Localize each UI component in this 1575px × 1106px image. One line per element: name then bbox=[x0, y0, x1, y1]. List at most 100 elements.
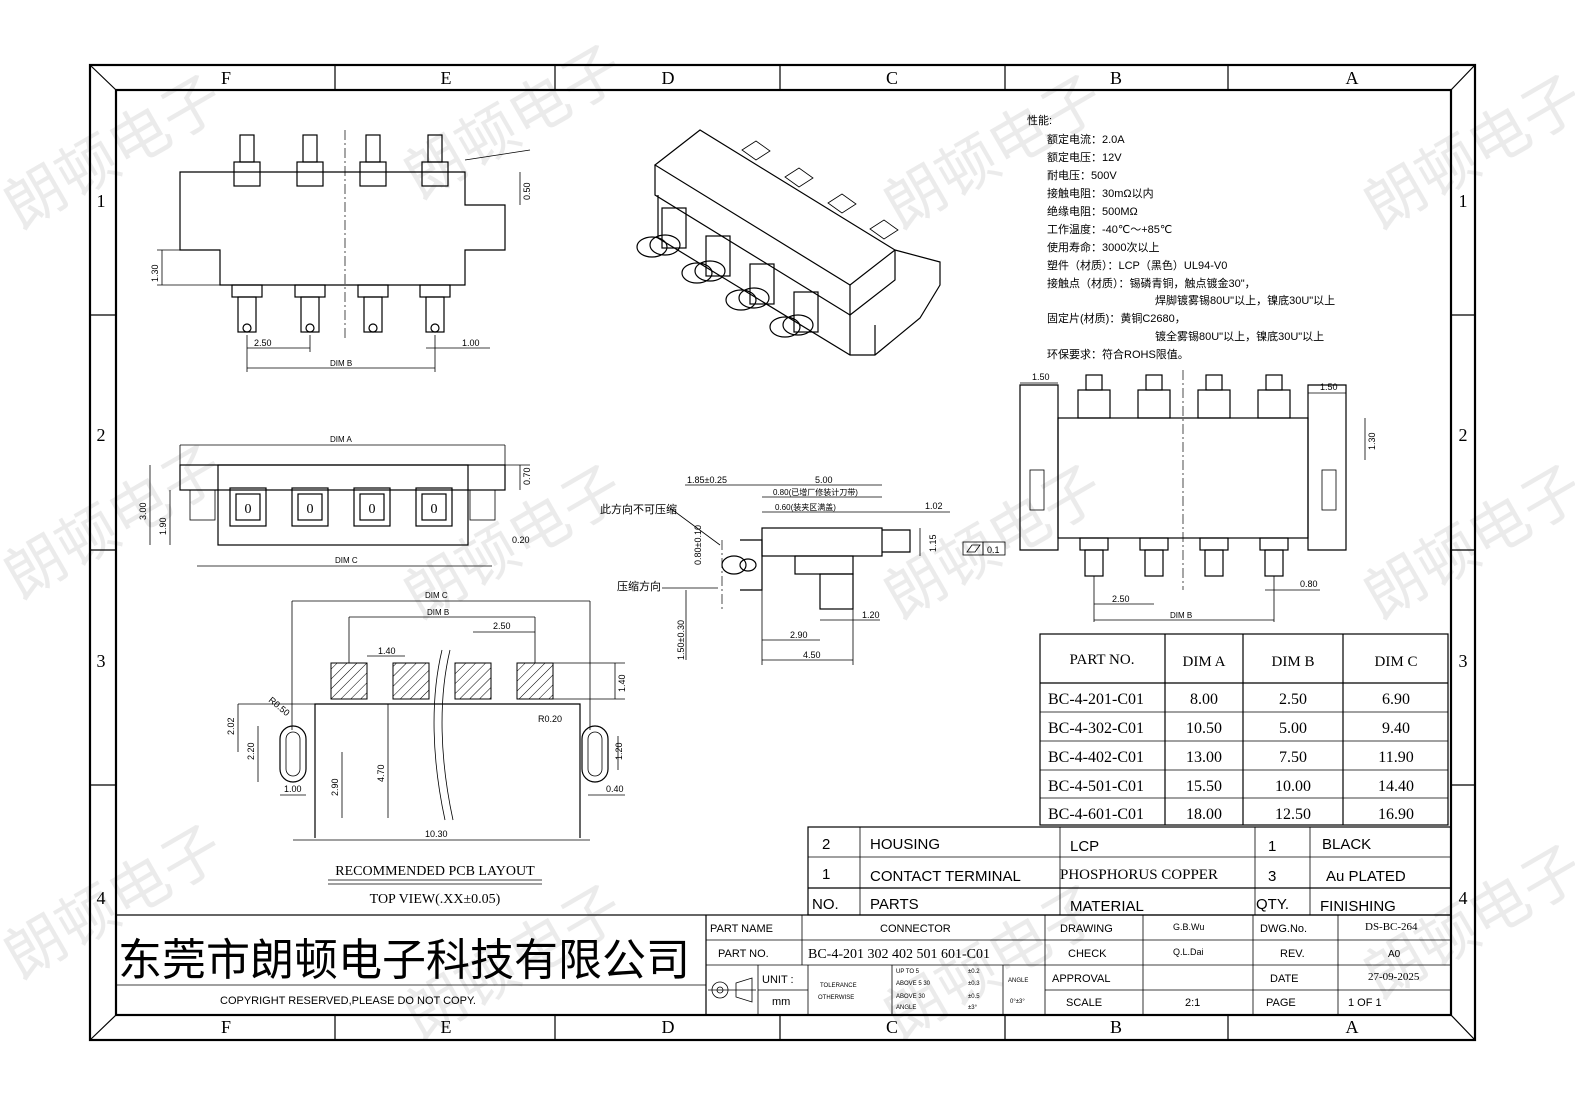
tol-range: ABOVE 30 bbox=[896, 994, 926, 1000]
pcb-dim-2-20: 2.20 bbox=[246, 742, 256, 760]
side-dim-0-60: 0.60(装夹区满盖) bbox=[775, 502, 836, 512]
svg-text:0: 0 bbox=[245, 502, 252, 517]
tol-range: ABOVE 5 30 bbox=[896, 981, 931, 987]
side-dim-2-90: 2.90 bbox=[790, 630, 808, 640]
part-name-value: CONNECTOR bbox=[880, 923, 951, 935]
dim-c-label: DIM C bbox=[335, 556, 358, 565]
right-dim-1-50-a: 1.50 bbox=[1032, 372, 1050, 382]
flatness-value: 0.1 bbox=[987, 545, 1000, 555]
unit-value: mm bbox=[772, 996, 790, 1008]
table-cell: BC-4-201-C01 bbox=[1048, 691, 1144, 708]
zone-col-top: A bbox=[1346, 68, 1359, 88]
zone-row-left: 4 bbox=[97, 888, 106, 908]
check-value: Q.L.Dai bbox=[1173, 947, 1204, 957]
isometric-view bbox=[636, 129, 941, 356]
zone-col-top: D bbox=[662, 68, 675, 88]
side-dim-1-02: 1.02 bbox=[925, 501, 943, 511]
pcb-dim-2-50: 2.50 bbox=[493, 621, 511, 631]
front-view: 2.50 1.00 DIM B 0.50 1.30 bbox=[150, 130, 532, 372]
table-cell: 9.40 bbox=[1382, 720, 1410, 737]
svg-text:0: 0 bbox=[369, 502, 376, 517]
pcb-dim-b: DIM B bbox=[427, 608, 449, 617]
angle-label: ANGLE bbox=[1008, 978, 1028, 984]
spec-line: 环保要求：符合ROHS限值。 bbox=[1047, 347, 1189, 361]
part-no-value: BC-4-201 302 402 501 601-C01 bbox=[808, 947, 990, 962]
side-dim-4-50: 4.50 bbox=[803, 650, 821, 660]
bom-cell: BLACK bbox=[1322, 836, 1371, 853]
bom-cell: 1 bbox=[822, 866, 830, 883]
table-cell: BC-4-402-C01 bbox=[1048, 749, 1144, 766]
bom-header: QTY. bbox=[1256, 896, 1289, 913]
side-dim-1-20: 1.20 bbox=[862, 610, 880, 620]
scale-label: SCALE bbox=[1066, 997, 1102, 1009]
spec-line: 耐电压：500V bbox=[1047, 169, 1117, 182]
right-front-view: 1.50 1.50 1.30 2.50 DIM B 0.80 bbox=[1019, 370, 1377, 622]
dwg-value: DS-BC-264 bbox=[1365, 921, 1418, 933]
side-dim-1-15: 1.15 bbox=[928, 534, 938, 552]
zone-col-top: F bbox=[221, 68, 231, 88]
bom-cell: LCP bbox=[1070, 838, 1099, 855]
no-compress-note: 此方向不可压缩 bbox=[600, 502, 677, 516]
zone-col-bottom: D bbox=[662, 1017, 675, 1037]
company-name: 东莞市朗顿电子科技有限公司 bbox=[118, 936, 690, 985]
pcb-layout-view: DIM C DIM B 2.50 1.40 1.40 R0.50 R0.20 2… bbox=[226, 591, 627, 907]
zone-col-bottom: C bbox=[886, 1017, 898, 1037]
bom-cell: CONTACT TERMINAL bbox=[870, 868, 1021, 885]
right-dim-2-50: 2.50 bbox=[1112, 594, 1130, 604]
pcb-dim-1-20: 1.20 bbox=[614, 742, 624, 760]
svg-text:0: 0 bbox=[431, 502, 438, 517]
spec-line: 接触点（材质）：锡磷青铜，触点镀金30"， bbox=[1047, 276, 1256, 290]
dim-1-30: 1.30 bbox=[150, 264, 160, 282]
otherwise-label: OTHERWISE bbox=[818, 995, 854, 1001]
table-cell: 16.90 bbox=[1378, 806, 1414, 823]
spec-line: 额定电压：12V bbox=[1047, 150, 1122, 164]
right-dim-1-50-b: 1.50 bbox=[1320, 382, 1338, 392]
zone-row-right: 1 bbox=[1459, 191, 1468, 211]
approval-label: APPROVAL bbox=[1052, 973, 1111, 985]
zone-row-left: 1 bbox=[97, 191, 106, 211]
specs-heading: 性能: bbox=[1027, 113, 1052, 127]
spec-line: 使用寿命：3000次以上 bbox=[1047, 240, 1159, 254]
tol-value: ±3° bbox=[968, 1005, 978, 1011]
page-label: PAGE bbox=[1266, 997, 1296, 1009]
watermark-text: 朗顿电子 bbox=[873, 452, 1116, 633]
dim-2-50: 2.50 bbox=[254, 338, 272, 348]
check-label: CHECK bbox=[1068, 948, 1107, 960]
pcb-r050: R0.50 bbox=[267, 695, 292, 718]
pcb-dim-c: DIM C bbox=[425, 591, 448, 600]
zone-col-bottom: F bbox=[221, 1017, 231, 1037]
table-cell: 10.00 bbox=[1275, 778, 1311, 795]
pcb-dim-1-40-v: 1.40 bbox=[617, 674, 627, 692]
dim-3-00: 3.00 bbox=[138, 502, 148, 520]
dim-a-label: DIM A bbox=[330, 435, 352, 444]
tolerance-label: TOLERANCE bbox=[820, 983, 857, 989]
side-dim-1-85: 1.85±0.25 bbox=[687, 475, 727, 485]
right-dim-1-30: 1.30 bbox=[1367, 432, 1377, 450]
bom-cell: HOUSING bbox=[870, 836, 940, 853]
bom-cell: 2 bbox=[822, 836, 830, 853]
table-header: DIM A bbox=[1183, 654, 1226, 670]
page-value: 1 OF 1 bbox=[1348, 997, 1382, 1009]
bom-header: MATERIAL bbox=[1070, 898, 1144, 915]
part-number-table: PART NO. DIM A DIM B DIM C BC-4-201-C01 … bbox=[1039, 633, 1449, 826]
side-dim-1-50: 1.50±0.30 bbox=[676, 620, 686, 660]
table-header: DIM C bbox=[1375, 654, 1418, 670]
side-view: 1.85±0.25 5.00 0.80(已增厂修装计刀带) 0.60(装夹区满盖… bbox=[600, 475, 1006, 665]
pcb-dim-1-00: 1.00 bbox=[284, 784, 302, 794]
dim-0-50: 0.50 bbox=[522, 182, 532, 200]
pcb-dim-2-90: 2.90 bbox=[330, 778, 340, 796]
bom-cell: Au PLATED bbox=[1326, 868, 1406, 885]
table-cell: 5.00 bbox=[1279, 720, 1307, 737]
zone-row-right: 2 bbox=[1459, 425, 1468, 445]
specs-block: 性能: 额定电流：2.0A 额定电压：12V 耐电压：500V 接触电阻：30m… bbox=[1027, 113, 1335, 361]
zone-col-top: E bbox=[441, 68, 452, 88]
side-dim-0-80-note: 0.80(已增厂修装计刀带) bbox=[773, 487, 858, 497]
table-cell: 8.00 bbox=[1190, 691, 1218, 708]
dwg-label: DWG.No. bbox=[1260, 923, 1307, 935]
part-no-label: PART NO. bbox=[718, 948, 769, 960]
zone-col-bottom: E bbox=[441, 1017, 452, 1037]
drawing-label: DRAWING bbox=[1060, 923, 1113, 935]
bom-cell: 3 bbox=[1268, 868, 1276, 885]
pcb-r020: R0.20 bbox=[538, 714, 562, 724]
side-dim-5-00: 5.00 bbox=[815, 475, 833, 485]
